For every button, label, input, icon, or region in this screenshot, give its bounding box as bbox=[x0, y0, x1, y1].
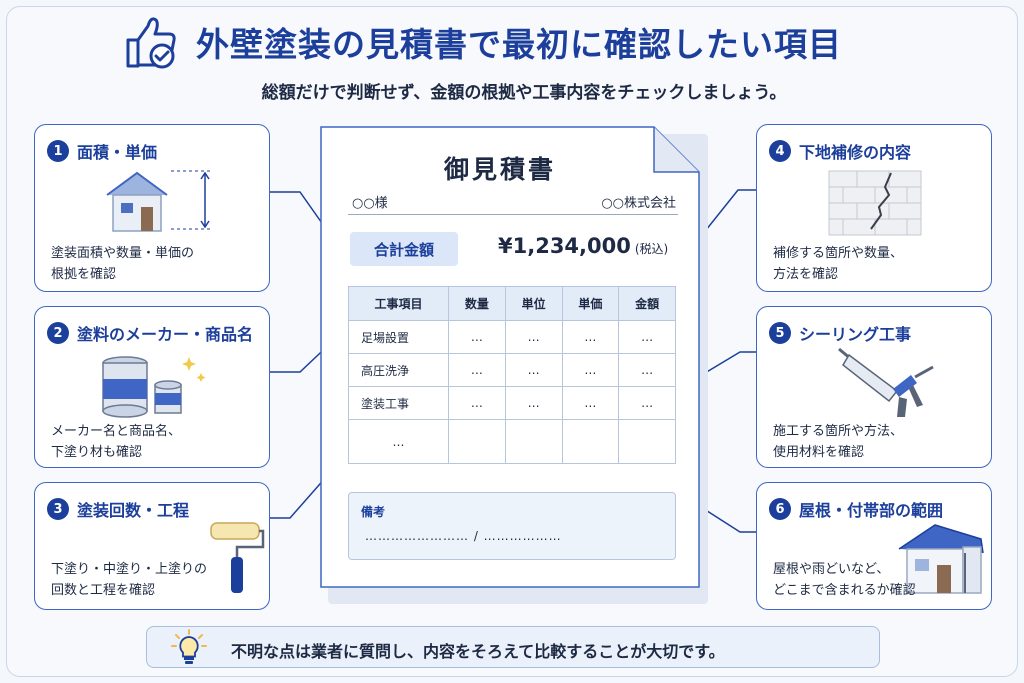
total-label: 合計金額 bbox=[350, 232, 458, 266]
table-cell: … bbox=[448, 353, 506, 387]
table-row: 高圧洗浄 … … … … bbox=[348, 353, 676, 387]
column-header: 数量 bbox=[448, 286, 506, 321]
card-description: 屋根や雨どいなど、どこまで含まれるか確認 bbox=[773, 562, 916, 598]
table-cell bbox=[561, 419, 620, 464]
tip-banner: 不明な点は業者に質問し、内容をそろえて比較することが大切です。 bbox=[146, 626, 880, 668]
house-roof-icon bbox=[898, 524, 984, 594]
document-recipient: ○○様 bbox=[352, 196, 388, 211]
card-header: 4 下地補修の内容 bbox=[769, 139, 911, 163]
table-cell: … bbox=[504, 320, 563, 354]
table-cell bbox=[448, 419, 506, 464]
card-header: 3 塗装回数・工程 bbox=[47, 497, 189, 521]
table-cell bbox=[504, 419, 563, 464]
document-issuer: ○○株式会社 bbox=[601, 196, 676, 211]
divider bbox=[348, 214, 678, 215]
card-description: 下塗り・中塗り・上塗りの回数と工程を確認 bbox=[51, 562, 208, 598]
card-header: 5 シーリング工事 bbox=[769, 321, 911, 345]
table-cell: … bbox=[448, 320, 506, 354]
column-header: 単位 bbox=[504, 286, 563, 321]
paint-roller-icon bbox=[210, 522, 265, 593]
table-header-row: 工事項目 数量 単位 単価 金額 bbox=[348, 286, 676, 321]
table-cell: … bbox=[561, 386, 620, 420]
column-header: 単価 bbox=[561, 286, 620, 321]
card-title: 屋根・付帯部の範囲 bbox=[799, 501, 944, 520]
card-sealing-work: 5 シーリング工事 施工する箇所や方法、使用材料を確認 bbox=[756, 306, 992, 468]
table-cell: … bbox=[561, 320, 620, 354]
card-coating-process: 3 塗装回数・工程 下塗り・中塗り・上塗りの回数と工程を確認 bbox=[34, 482, 270, 610]
table-cell: … bbox=[561, 353, 620, 387]
card-title: 面積・単価 bbox=[77, 143, 158, 162]
step-number: 2 bbox=[47, 322, 69, 344]
total-amount: ¥1,234,000(税込) bbox=[498, 234, 669, 258]
card-header: 6 屋根・付帯部の範囲 bbox=[769, 497, 943, 521]
remarks-placeholder: …………………… / ……………… bbox=[365, 529, 562, 543]
table-cell: … bbox=[448, 386, 506, 420]
card-substrate-repair: 4 下地補修の内容 補修する箇所や数量、方法を確認 bbox=[756, 124, 992, 292]
tip-text: 不明な点は業者に質問し、内容をそろえて比較することが大切です。 bbox=[231, 642, 725, 661]
table-row: 足場設置 … … … … bbox=[348, 320, 676, 354]
estimate-table: 工事項目 数量 単位 単価 金額 足場設置 … … … … 高圧洗浄 … … …… bbox=[348, 286, 676, 464]
lightbulb-icon bbox=[171, 629, 207, 664]
table-row: 塗装工事 … … … … bbox=[348, 386, 676, 420]
page-subtitle: 総額だけで判断せず、金額の根拠や工事内容をチェックしましょう。 bbox=[261, 83, 787, 103]
card-title: 塗料のメーカー・商品名 bbox=[77, 325, 254, 344]
card-header: 1 面積・単価 bbox=[47, 139, 157, 163]
document-title: 御見積書 bbox=[443, 155, 556, 184]
table-cell: 高圧洗浄 bbox=[348, 353, 449, 387]
page-title: 外壁塗装の見積書で最初に確認したい項目 bbox=[196, 25, 842, 64]
card-header: 2 塗料のメーカー・商品名 bbox=[47, 321, 253, 345]
card-paint-maker: 2 塗料のメーカー・商品名 メーカー名と商品名、下塗り材も確認 bbox=[34, 306, 270, 468]
paint-can-icon bbox=[102, 356, 206, 418]
table-row: … bbox=[348, 419, 676, 464]
card-area-unit-price: 1 面積・単価 塗装面積や数量・単価の根拠を確認 bbox=[34, 124, 270, 292]
card-title: シーリング工事 bbox=[799, 325, 912, 344]
card-description: メーカー名と商品名、下塗り材も確認 bbox=[51, 424, 182, 460]
table-cell: … bbox=[618, 320, 676, 354]
cracked-wall-icon bbox=[828, 170, 922, 236]
table-cell: … bbox=[348, 419, 449, 464]
step-number: 3 bbox=[47, 498, 69, 520]
step-number: 1 bbox=[47, 140, 69, 162]
column-header: 金額 bbox=[618, 286, 676, 321]
thumbs-up-check-icon bbox=[126, 17, 176, 69]
card-description: 補修する箇所や数量、方法を確認 bbox=[773, 246, 904, 282]
card-title: 塗装回数・工程 bbox=[77, 501, 190, 520]
step-number: 5 bbox=[769, 322, 791, 344]
column-header: 工事項目 bbox=[348, 286, 449, 321]
table-cell: 足場設置 bbox=[348, 320, 449, 354]
table-cell: … bbox=[504, 353, 563, 387]
table-cell: … bbox=[504, 386, 563, 420]
table-cell: 塗装工事 bbox=[348, 386, 449, 420]
card-title: 下地補修の内容 bbox=[799, 143, 912, 162]
step-number: 6 bbox=[769, 498, 791, 520]
remarks-box: 備考 …………………… / ……………… bbox=[348, 492, 676, 560]
step-number: 4 bbox=[769, 140, 791, 162]
card-description: 施工する箇所や方法、使用材料を確認 bbox=[773, 424, 904, 460]
estimate-document: 御見積書 ○○様 ○○株式会社 合計金額 ¥1,234,000(税込) 工事項目… bbox=[320, 126, 700, 588]
card-roof-scope: 6 屋根・付帯部の範囲 屋根や雨どいなど、どこまで含まれるか確認 bbox=[756, 482, 992, 610]
caulking-gun-icon bbox=[838, 347, 934, 417]
table-cell: … bbox=[618, 386, 676, 420]
card-description: 塗装面積や数量・単価の根拠を確認 bbox=[51, 246, 195, 282]
remarks-label: 備考 bbox=[361, 505, 386, 519]
table-cell bbox=[618, 419, 676, 464]
table-cell: … bbox=[618, 353, 676, 387]
house-measure-icon bbox=[106, 170, 213, 232]
